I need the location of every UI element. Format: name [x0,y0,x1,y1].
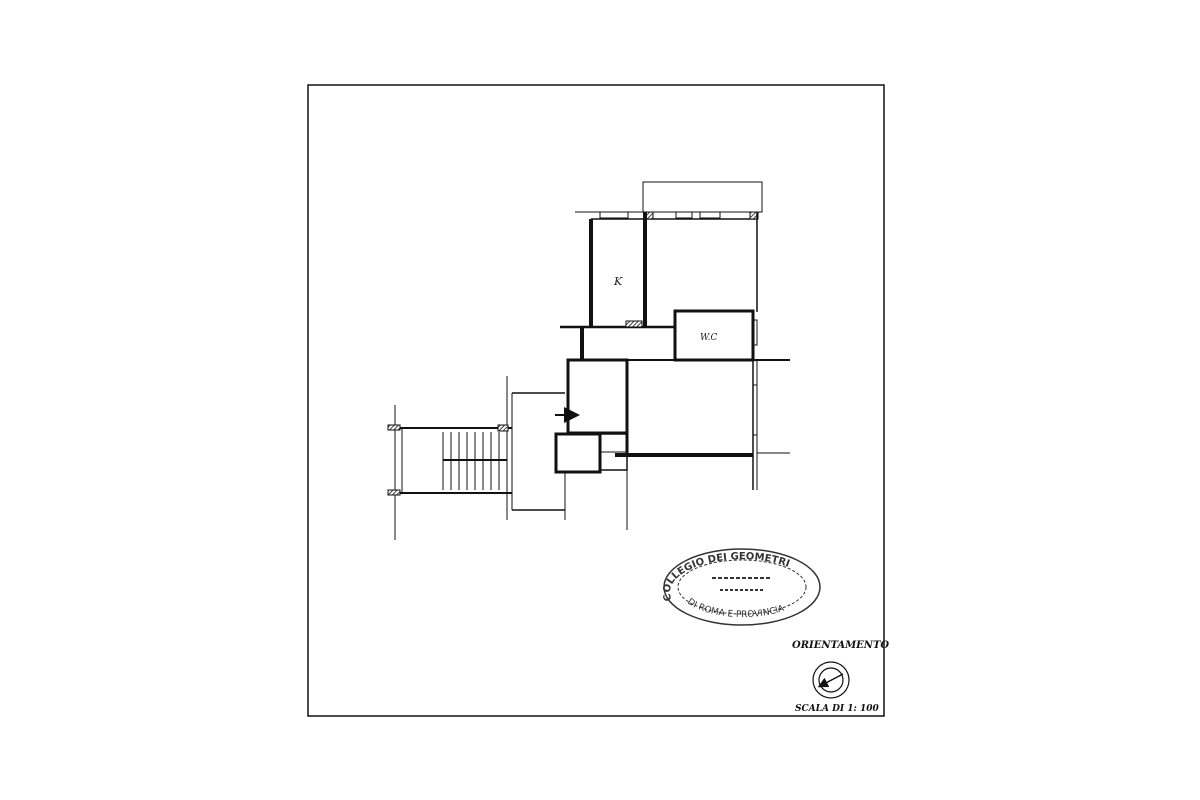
surveyor-stamp: COLLEGIO DEI GEOMETRI DI ROMA E PROVINCI… [662,548,821,626]
svg-text:DI ROMA E PROVINCIA: DI ROMA E PROVINCIA [685,597,786,620]
room-label-wc: W.C [700,333,718,343]
balcony [642,181,763,213]
scale-label: SCALA DI 1: 100 [795,704,879,714]
orientation-label: ORIENTAMENTO [792,640,889,651]
entry-room [566,358,629,435]
closet [554,432,602,474]
plan-walls [506,181,790,530]
north-compass-icon [812,661,850,699]
sheet-border [307,84,885,717]
room-label-kitchen: K [613,275,623,288]
staircase [387,405,512,540]
